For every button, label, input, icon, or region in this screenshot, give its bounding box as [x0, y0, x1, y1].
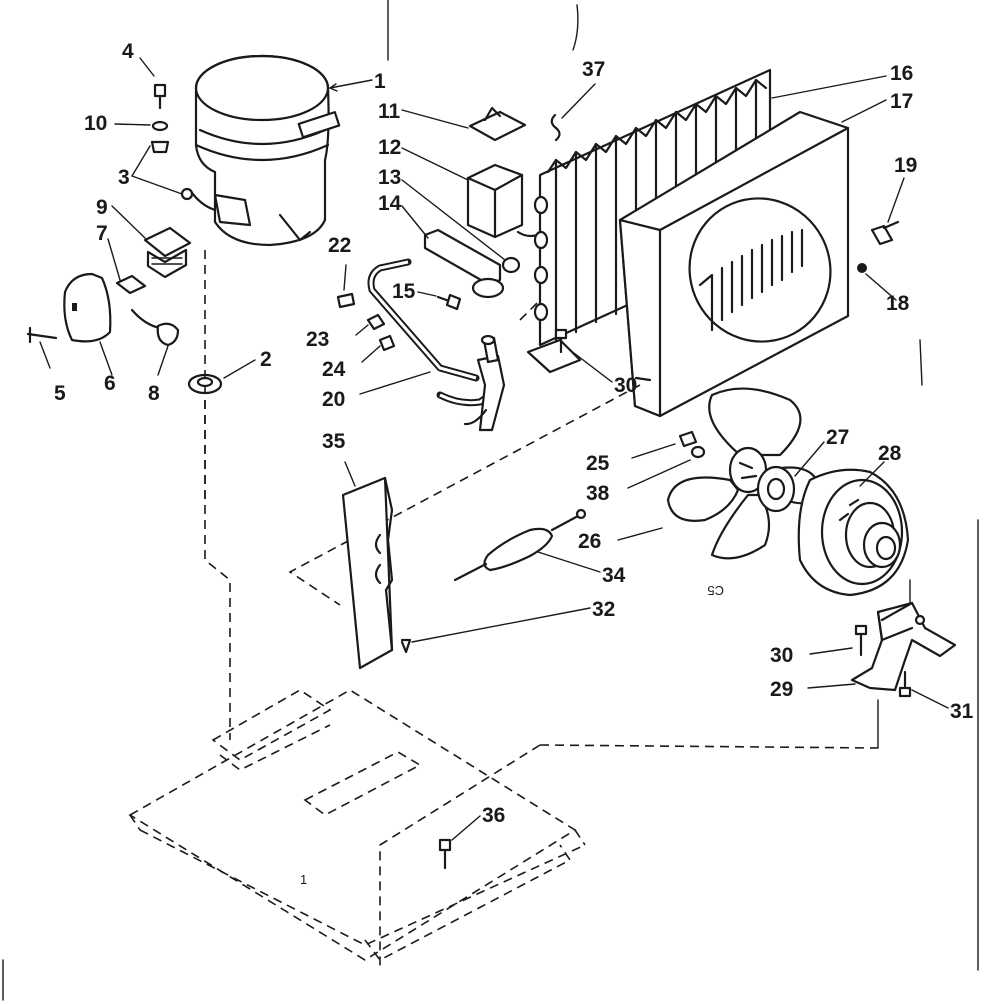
nut-18 — [857, 263, 867, 273]
label-29: 29 — [770, 678, 793, 701]
screw-5 — [26, 326, 58, 344]
label-5: 5 — [54, 382, 66, 405]
label-23: 23 — [306, 328, 329, 351]
label-37: 37 — [582, 58, 605, 81]
label-24: 24 — [322, 358, 346, 381]
bolt-4 — [153, 83, 167, 110]
label-31: 31 — [950, 700, 974, 723]
tubing-20 — [367, 258, 506, 432]
grommet-3 — [150, 140, 170, 154]
label-11: 11 — [378, 100, 401, 123]
label-14: 14 — [378, 192, 402, 215]
label-35: 35 — [322, 430, 346, 453]
screw-31 — [898, 670, 912, 698]
fan-blade-26 — [666, 387, 822, 560]
grommet-3b — [180, 187, 194, 201]
ring-27 — [756, 465, 796, 513]
nut-23 — [366, 313, 386, 331]
label-30-bracket: 30 — [770, 644, 793, 667]
label-25: 25 — [586, 452, 610, 475]
fan-motor-28 — [797, 468, 910, 597]
clip-37 — [550, 113, 561, 142]
clip-7 — [115, 274, 147, 295]
label-17: 17 — [890, 90, 913, 113]
screw-36 — [438, 838, 452, 870]
alignment-line-3 — [288, 384, 641, 606]
washer-10 — [151, 120, 169, 132]
label-36: 36 — [482, 804, 505, 827]
label-22: 22 — [328, 234, 351, 257]
label-19: 19 — [894, 154, 917, 177]
label-18: 18 — [886, 292, 910, 315]
label-9: 9 — [96, 196, 108, 219]
screw-15 — [436, 293, 462, 311]
label-26: 26 — [578, 530, 601, 553]
base-mark: 1 — [300, 872, 307, 887]
base-pan — [128, 689, 879, 970]
nut-25 — [678, 430, 698, 448]
part-labels: 1 2 3 4 5 6 7 8 9 10 11 12 13 14 15 16 1… — [54, 40, 974, 887]
label-6: 6 — [104, 372, 116, 395]
label-3: 3 — [118, 166, 130, 189]
washer-38 — [690, 445, 706, 459]
relay-9 — [143, 226, 192, 279]
terminal-cover-6 — [63, 272, 112, 343]
fan-blade-mark: C5 — [707, 583, 724, 598]
compressor — [188, 54, 341, 247]
component-12 — [466, 163, 547, 239]
label-20: 20 — [322, 388, 345, 411]
label-15: 15 — [392, 280, 416, 303]
leader-lines — [39, 57, 949, 841]
label-28: 28 — [878, 442, 902, 465]
nut-13 — [501, 256, 521, 274]
shroud-17 — [618, 110, 850, 418]
alignment-line-4 — [519, 299, 541, 321]
alignment-line-1 — [204, 250, 231, 740]
label-8: 8 — [148, 382, 160, 405]
cap-tube-34 — [453, 508, 587, 582]
nut-24 — [378, 334, 396, 352]
screw-32 — [400, 638, 412, 654]
bracket-35 — [341, 476, 394, 670]
screw-30b — [854, 624, 868, 657]
label-13: 13 — [378, 166, 401, 189]
label-1: 1 — [374, 70, 386, 93]
guide-line-right-2 — [919, 339, 923, 386]
label-2: 2 — [260, 348, 272, 371]
label-32: 32 — [592, 598, 615, 621]
motor-bracket-29 — [850, 601, 957, 692]
label-38: 38 — [586, 482, 610, 505]
label-12: 12 — [378, 136, 401, 159]
overload-8 — [130, 308, 180, 347]
label-10: 10 — [84, 112, 107, 135]
label-27: 27 — [826, 426, 849, 449]
label-16: 16 — [890, 62, 913, 85]
bracket-14 — [423, 228, 505, 299]
label-30-coil: 30 — [614, 374, 637, 397]
screw-30a — [554, 328, 568, 354]
clip-11 — [468, 106, 527, 142]
label-34: 34 — [602, 564, 626, 587]
label-7: 7 — [96, 222, 108, 245]
guide-line-top-2 — [572, 4, 579, 51]
label-4: 4 — [122, 40, 134, 63]
screw-19 — [870, 220, 900, 246]
screw-22 — [336, 292, 356, 309]
